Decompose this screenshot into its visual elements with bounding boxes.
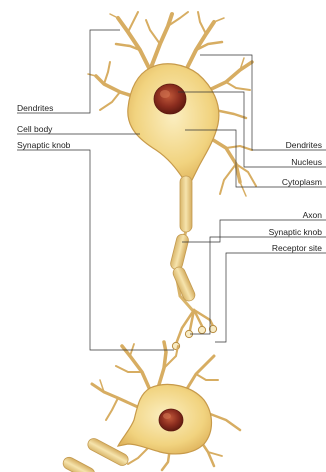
- upper-cell-body: [128, 64, 219, 180]
- axon: [169, 176, 196, 312]
- label-synaptic-knob-right: Synaptic knob: [269, 227, 322, 237]
- axon-terminals: [176, 310, 214, 344]
- label-dendrites-left: Dendrites: [17, 103, 53, 113]
- label-cytoplasm: Cytoplasm: [282, 177, 322, 187]
- label-cell-body: Cell body: [17, 124, 52, 134]
- upper-nucleus: [154, 84, 186, 114]
- label-receptor-site: Receptor site: [272, 243, 322, 253]
- label-dendrites-right: Dendrites: [286, 140, 322, 150]
- label-nucleus: Nucleus: [291, 157, 322, 167]
- lower-nucleus: [159, 409, 183, 431]
- label-axon: Axon: [303, 210, 322, 220]
- label-synaptic-knob-left: Synaptic knob: [17, 140, 70, 150]
